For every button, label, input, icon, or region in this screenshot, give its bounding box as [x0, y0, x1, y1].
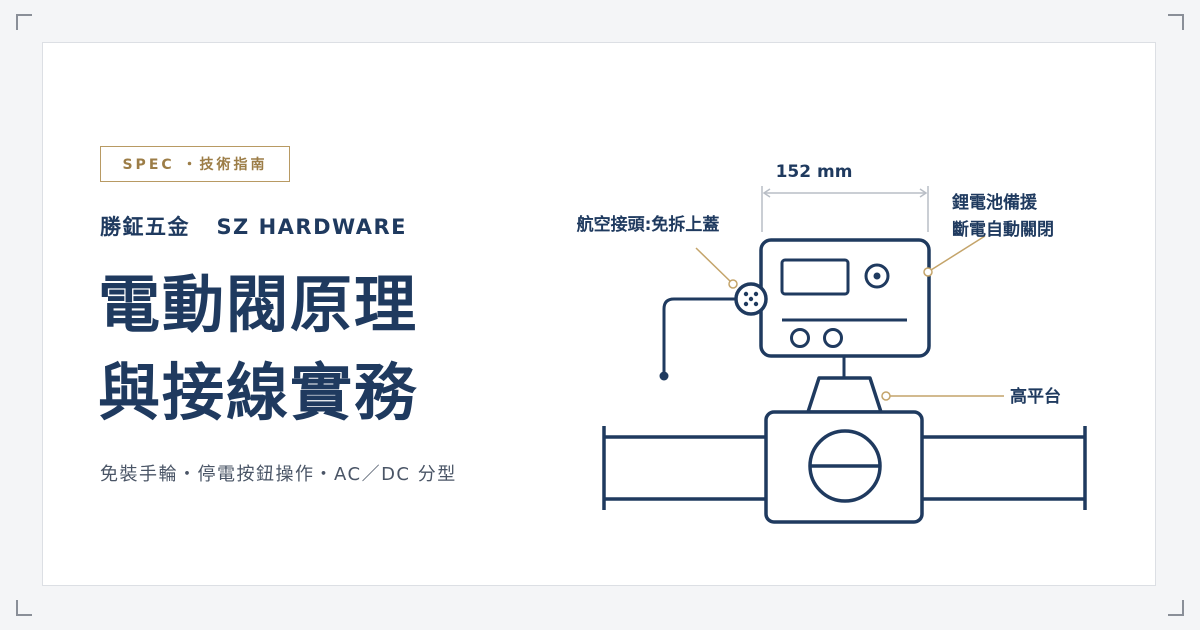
title-line-2: 與接線實務 — [98, 356, 419, 429]
callout-battery-label-2: 斷電自動關閉 — [952, 219, 1054, 240]
indicator-light — [864, 263, 890, 289]
signal-cable — [662, 297, 740, 376]
pipe — [602, 426, 1087, 510]
corner-mark-bottom-right — [1168, 600, 1184, 616]
content-card — [42, 42, 1156, 586]
control-button-2 — [823, 328, 843, 348]
corner-mark-top-left — [16, 14, 32, 30]
brand-line: 勝鉦五金 SZ HARDWARE — [100, 211, 407, 241]
cable-end — [659, 371, 669, 381]
subtitle: 免裝手輪・停電按鈕操作・AC／DC 分型 — [100, 464, 457, 485]
actuator-housing — [759, 238, 931, 358]
corner-mark-bottom-left — [16, 600, 32, 616]
callout-battery-label-1: 鋰電池備援 — [952, 192, 1038, 213]
dimension-marker — [761, 186, 929, 232]
callout-connector-label: 航空接頭:免拆上蓋 — [577, 214, 720, 235]
callout-dots — [728, 267, 933, 401]
display-window — [780, 258, 850, 296]
title-line-1: 電動閥原理 — [98, 268, 419, 341]
indicator-light-center — [873, 272, 881, 280]
corner-mark-top-right — [1168, 14, 1184, 30]
ball-valve-disc — [808, 429, 882, 503]
callout-platform-label: 高平台 — [1010, 386, 1061, 407]
brand-name-en: SZ HARDWARE — [216, 215, 408, 239]
mounting-platform — [806, 376, 883, 414]
dimension-label: 152 mm — [776, 162, 853, 182]
connector-pins — [743, 291, 759, 307]
spec-badge: SPEC ・技術指南 — [100, 146, 290, 182]
callout-leaders — [695, 235, 1004, 397]
brand-name: 勝鉦五金 — [100, 215, 190, 239]
control-button-1 — [790, 328, 810, 348]
